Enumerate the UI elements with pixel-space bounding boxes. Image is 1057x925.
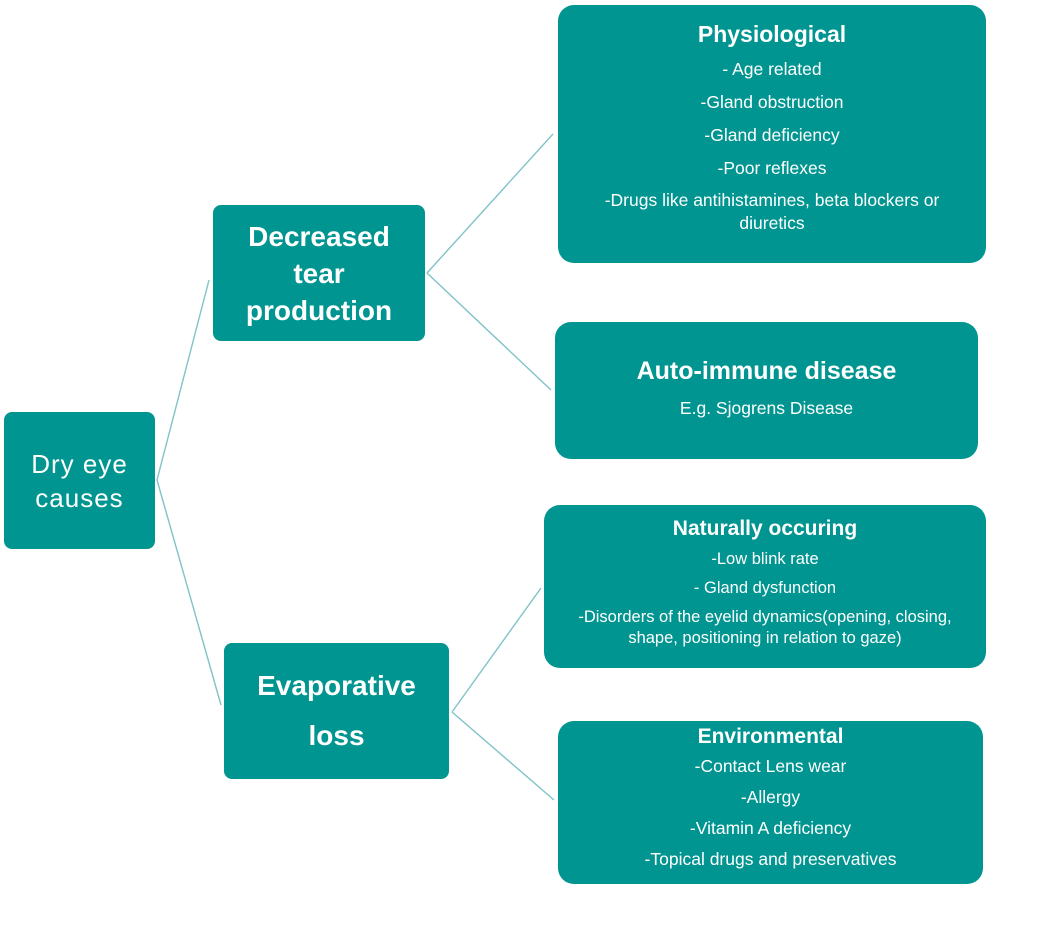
branch-evaporative-loss: Evaporative loss [224,643,449,779]
leaf-item: -Poor reflexes [717,158,827,178]
connector-decreased-to-physiological [426,133,554,274]
branch-decreased-tear-production: Decreased tear production [213,205,425,341]
connector-root-to-decreased [156,279,210,481]
root-node: Dry eye causes [4,412,155,549]
leaf-item: -Vitamin A deficiency [689,818,852,838]
leaf-item: -Allergy [740,787,801,807]
leaf-item: - Age related [722,59,822,79]
leaf-item: E.g. Sjogrens Disease [679,398,854,418]
leaf-title: Environmental [697,725,844,748]
leaf-title: Physiological [697,21,847,47]
connector-root-to-evaporative [156,479,222,706]
leaf-auto-immune-disease: Auto-immune disease E.g. Sjogrens Diseas… [555,322,978,459]
leaf-title: Naturally occuring [672,517,858,540]
leaf-item: -Gland obstruction [700,92,844,112]
leaf-item: -Low blink rate [711,550,819,568]
root-node-label: Dry eye causes [31,448,128,513]
leaf-item: -Topical drugs and preservatives [644,849,897,869]
leaf-item: - Gland dysfunction [693,579,837,597]
leaf-physiological: Physiological - Age related -Gland obstr… [558,5,986,263]
connector-evaporative-to-environmental [451,711,555,801]
leaf-item: -Drugs like antihistamines, beta blocker… [604,190,940,233]
leaf-environmental: Environmental -Contact Lens wear -Allerg… [558,721,983,884]
leaf-item: -Contact Lens wear [694,756,847,776]
leaf-title: Auto-immune disease [636,357,897,385]
branch-label: Decreased tear production [245,220,393,326]
connector-decreased-to-autoimmune [426,272,552,391]
leaf-naturally-occuring: Naturally occuring -Low blink rate - Gla… [544,505,986,668]
connector-evaporative-to-natural [451,587,542,713]
leaf-item: -Disorders of the eyelid dynamics(openin… [578,608,952,647]
branch-label: Evaporative loss [257,670,416,751]
leaf-item: -Gland deficiency [704,125,840,145]
